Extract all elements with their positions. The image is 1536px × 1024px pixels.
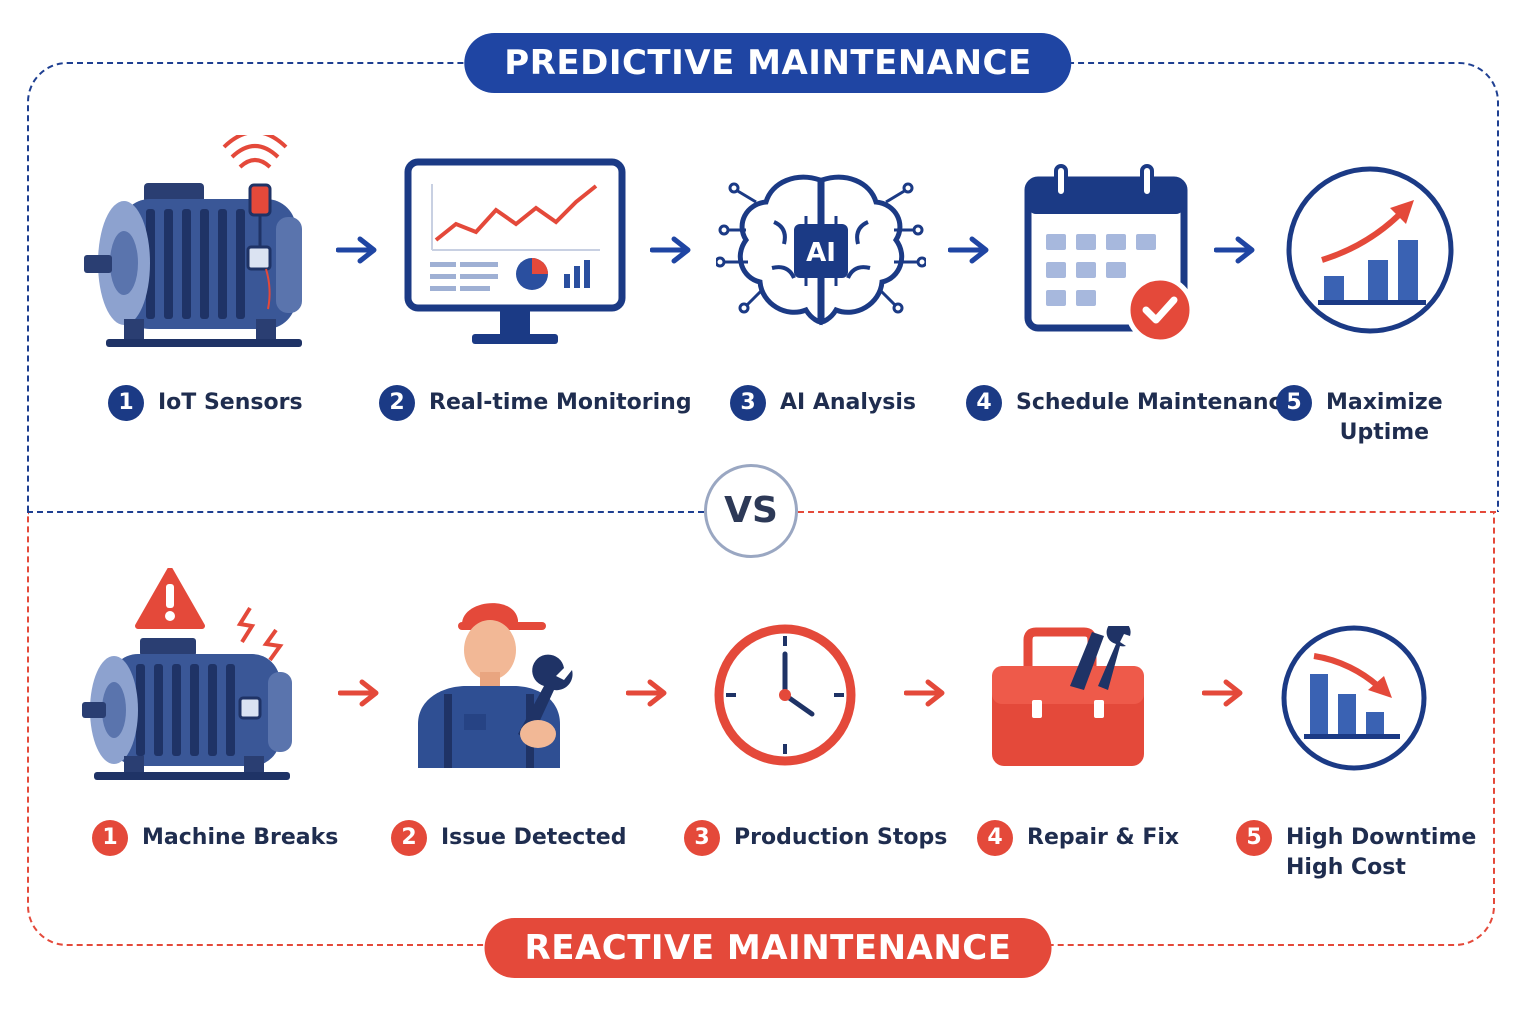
reactive-step-1: 1 Machine Breaks [92, 820, 338, 856]
arrow-right-icon [1202, 679, 1243, 707]
vs-badge: VS [704, 464, 798, 558]
arrow-right-icon [336, 236, 377, 264]
step-label-line2: Uptime [1339, 420, 1430, 445]
calendar-check-icon [1024, 164, 1195, 342]
step-label: IoT Sensors [158, 390, 303, 415]
technician-icon [418, 603, 573, 768]
falling-chart-icon [1281, 625, 1427, 771]
predictive-step-5: 5 Maximize Uptime [1276, 385, 1443, 448]
reactive-step-4: 4 Repair & Fix [977, 820, 1179, 856]
predictive-step-4: 4 Schedule Maintenance [966, 385, 1297, 421]
step-label-line1: Maximize [1326, 390, 1443, 415]
step-number: 5 [1236, 820, 1272, 856]
motor-with-sensor-icon [84, 135, 302, 347]
divider-right [798, 511, 1496, 513]
step-number: 5 [1276, 385, 1312, 421]
step-label-line1: High Downtime [1286, 825, 1477, 850]
step-label-line2: High Cost [1286, 855, 1406, 880]
predictive-step-1: 1 IoT Sensors [108, 385, 303, 421]
broken-motor-icon [82, 568, 292, 780]
step-label: Real-time Monitoring [429, 390, 692, 415]
arrow-right-icon [904, 679, 945, 707]
arrow-right-icon [626, 679, 667, 707]
arrow-right-icon [1214, 236, 1255, 264]
step-number: 3 [684, 820, 720, 856]
step-number: 2 [391, 820, 427, 856]
divider-left [27, 511, 704, 513]
reactive-step-5: 5 High Downtime High Cost [1236, 820, 1476, 883]
reactive-title: REACTIVE MAINTENANCE [484, 918, 1052, 978]
step-number: 1 [108, 385, 144, 421]
step-label: AI Analysis [780, 390, 917, 415]
step-label: Production Stops [734, 825, 948, 850]
ai-brain-icon: AI [716, 174, 926, 326]
reactive-step-3: 3 Production Stops [684, 820, 947, 856]
arrow-right-icon [948, 236, 989, 264]
reactive-step-2: 2 Issue Detected [391, 820, 626, 856]
step-label: Schedule Maintenance [1016, 390, 1297, 415]
arrow-right-icon [650, 236, 691, 264]
monitor-dashboard-icon [404, 158, 626, 344]
predictive-step-2: 2 Real-time Monitoring [379, 385, 692, 421]
step-label: Maximize Uptime [1326, 385, 1443, 448]
rising-chart-icon [1286, 166, 1454, 334]
step-number: 2 [379, 385, 415, 421]
arrow-right-icon [338, 679, 379, 707]
clock-icon [714, 624, 856, 766]
predictive-title: PREDICTIVE MAINTENANCE [464, 33, 1072, 93]
step-number: 1 [92, 820, 128, 856]
toolbox-icon [992, 626, 1144, 766]
svg-text:AI: AI [806, 238, 836, 268]
step-label: High Downtime High Cost [1286, 820, 1476, 883]
step-label: Machine Breaks [142, 825, 339, 850]
step-label: Issue Detected [441, 825, 627, 850]
predictive-step-3: 3 AI Analysis [730, 385, 916, 421]
step-label: Repair & Fix [1027, 825, 1180, 850]
step-number: 4 [966, 385, 1002, 421]
step-number: 4 [977, 820, 1013, 856]
step-number: 3 [730, 385, 766, 421]
